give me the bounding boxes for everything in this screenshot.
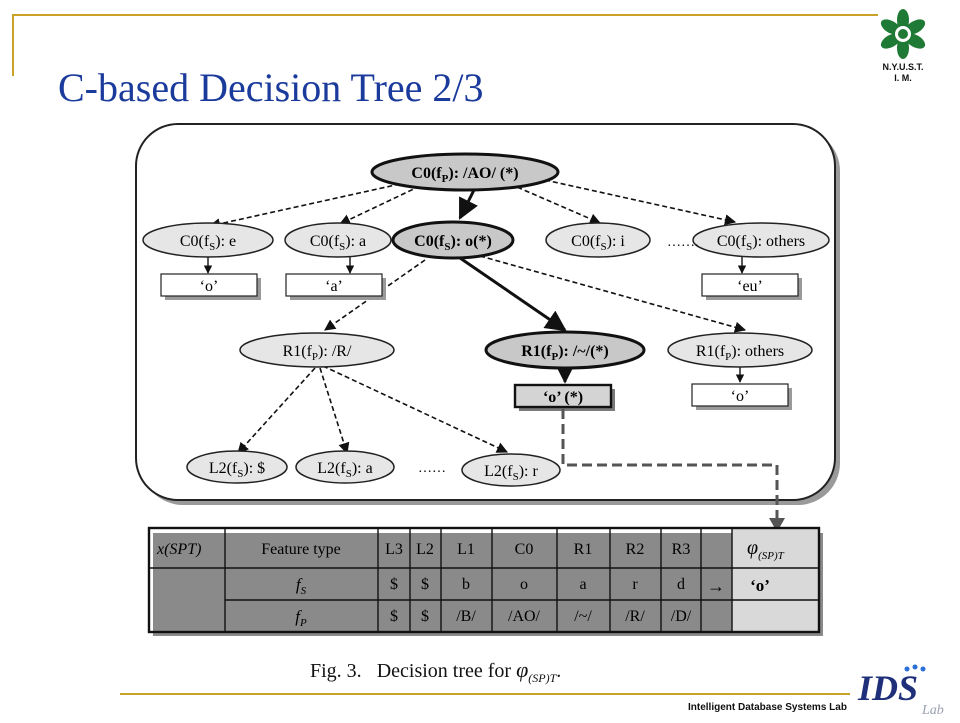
table-header-c0: C0 <box>515 541 534 558</box>
table-header-r1: R1 <box>574 541 593 558</box>
footer-lab-name: Intelligent Database Systems Lab <box>688 702 847 713</box>
row-fs-l2: $ <box>421 576 429 593</box>
table-arrow: → <box>707 576 725 596</box>
row-fp-l3: $ <box>390 608 398 625</box>
leaf-o-2-box <box>691 383 789 407</box>
table-header-l3: L3 <box>385 541 403 558</box>
row-fs-label: fS <box>296 575 307 597</box>
row-fs-l1: b <box>462 576 470 593</box>
row-fs-r2: r <box>632 576 638 593</box>
leaf-a: ‘a’ <box>325 278 343 295</box>
leaf-to-table-connector <box>561 409 779 525</box>
root-edges <box>208 179 737 230</box>
caption-text: Decision tree for <box>376 660 512 682</box>
root-edge-bold <box>458 187 478 220</box>
star-icon-2 <box>912 664 918 670</box>
node-l2-dollar: L2(fS): $ <box>209 460 265 480</box>
level1-edges <box>324 255 747 333</box>
node-c0-e: C0(fS): e <box>180 233 236 253</box>
table-header-r2: R2 <box>626 541 645 558</box>
leaf-o-1: ‘o’ <box>200 278 219 295</box>
level2-nodes <box>239 330 813 370</box>
node-l2-a: L2(fS): a <box>317 460 372 480</box>
row-fp-l1: /B/ <box>456 608 476 625</box>
node-c0-i: C0(fS): i <box>571 233 625 253</box>
table-grid <box>149 528 819 632</box>
figure-caption: Fig. 3. Decision tree for φ(SP)T. <box>310 657 562 685</box>
caption-sub: (SP)T <box>528 671 557 685</box>
table-header-r3: R3 <box>672 541 691 558</box>
table-result: ‘o’ <box>750 576 770 595</box>
ellipsis-bottom: …… <box>418 461 446 476</box>
logo-text-line1: N.Y.U.S.T. <box>882 62 924 72</box>
row-fp-r3: /D/ <box>671 608 692 625</box>
table-shadow <box>153 533 823 636</box>
table-header-l1: L1 <box>457 541 475 558</box>
row-fp-r1: /~/ <box>574 608 592 625</box>
frame-left-line <box>12 14 14 76</box>
caption-end: . <box>556 660 562 682</box>
row-fs-r1: a <box>579 576 586 593</box>
table-corner: x(SPT) <box>156 541 201 558</box>
ids-logo-sub: Lab <box>921 703 944 718</box>
node-r1-r: R1(fP): /R/ <box>283 343 352 363</box>
nyust-emblem-icon <box>880 9 926 59</box>
level3-nodes <box>186 450 561 487</box>
row-fs-r3: d <box>677 576 685 593</box>
ids-logo-text: IDS <box>857 668 918 708</box>
row-fp-r2: /R/ <box>625 608 645 625</box>
connector-arrowhead <box>769 518 785 532</box>
table-header-phi: φ(SP)T <box>747 537 785 562</box>
table-header-l2: L2 <box>416 541 434 558</box>
nyust-logo: N.Y.U.S.T. I. M. <box>872 4 934 98</box>
result-column-shade <box>732 528 819 632</box>
level2-edges <box>237 365 509 455</box>
table-header-feature: Feature type <box>261 541 341 558</box>
decision-tree-figure: C0(fS): e C0(fS): a C0(fS): o(*) C0(fS):… <box>135 123 840 636</box>
star-icon <box>904 666 910 672</box>
table-frame <box>147 526 821 634</box>
leaf-o-2: ‘o’ <box>731 388 750 405</box>
root-node-label: C0(fP): /AO/ (*) <box>411 165 518 185</box>
leaf-o-star: ‘o’ (*) <box>543 389 583 406</box>
frame-bottom-line <box>120 693 850 695</box>
level1-leaf-edges <box>203 256 747 274</box>
row-fs-c0: o <box>520 576 528 593</box>
level1-leaves <box>160 273 802 300</box>
ids-lab-logo: IDS Lab <box>852 660 956 718</box>
row-fp-label: fP <box>295 607 307 629</box>
row-fp-c0: /AO/ <box>508 608 541 625</box>
ellipsis-top: ……. <box>667 235 699 250</box>
frame-top-line <box>12 14 878 16</box>
node-c0-others: C0(fS): others <box>717 233 805 253</box>
node-c0-a: C0(fS): a <box>310 233 366 253</box>
root-node <box>370 152 560 192</box>
row-fs-l3: $ <box>390 576 398 593</box>
star-icon-3 <box>920 666 926 672</box>
node-c0-o: C0(fS): o(*) <box>414 233 492 253</box>
leaf-eu: ‘eu’ <box>737 278 763 295</box>
leaf-o-star-box <box>513 383 613 409</box>
tree-box <box>135 123 836 501</box>
logo-text-line2: I. M. <box>894 73 912 83</box>
slide-title: C-based Decision Tree 2/3 <box>58 65 484 110</box>
level1-nodes <box>142 220 830 260</box>
level1-edge-bold <box>459 256 567 332</box>
node-l2-r: L2(fS): r <box>484 463 538 483</box>
caption-fig: Fig. 3. <box>310 660 362 682</box>
node-r1-tilde: R1(fP): /~/(*) <box>521 343 608 363</box>
node-r1-others: R1(fP): others <box>696 343 784 363</box>
row-fp-l2: $ <box>421 608 429 625</box>
caption-phi: φ <box>516 657 529 682</box>
